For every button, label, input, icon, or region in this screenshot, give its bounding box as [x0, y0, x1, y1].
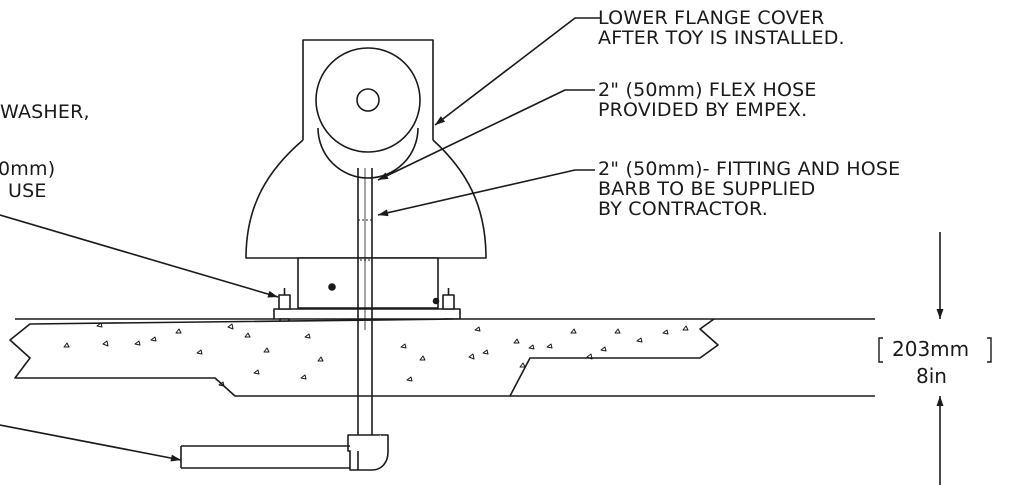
note-flange-cover: LOWER FLANGE COVER AFTER TOY IS INSTALLE… [598, 8, 845, 48]
note-line: 2" (50mm)- FITTING AND HOSE [598, 158, 901, 180]
dimension-metric: 203mm [892, 337, 970, 361]
note-left-partial-2: 0mm) [0, 158, 56, 180]
note-line: 2" (50mm) FLEX HOSE [598, 79, 817, 101]
note-left-partial-1: WASHER, [0, 101, 90, 123]
note-fitting: 2" (50mm)- FITTING AND HOSE BARB TO BE S… [598, 159, 900, 219]
dimension-brackets [878, 337, 992, 363]
note-line: PROVIDED BY EMPEX. [598, 99, 808, 121]
slab-thickness-dimension [510, 232, 944, 485]
concrete-slab [9, 318, 719, 397]
note-line: AFTER TOY IS INSTALLED. [598, 27, 845, 49]
base-cylinder [297, 257, 440, 309]
base-plate [273, 308, 461, 320]
note-line: LOWER FLANGE COVER [598, 7, 825, 29]
note-line: BARB TO BE SUPPLIED [598, 178, 816, 200]
flex-hose [357, 168, 373, 435]
elbow-fitting [180, 434, 389, 471]
note-line: BY CONTRACTOR. [598, 198, 768, 220]
note-flex-hose: 2" (50mm) FLEX HOSE PROVIDED BY EMPEX. [598, 80, 817, 120]
leader-lines [0, 17, 600, 462]
note-left-partial-3: USE [8, 180, 47, 202]
dimension-imperial: 8in [916, 364, 947, 388]
flange-cover-body [245, 39, 487, 259]
